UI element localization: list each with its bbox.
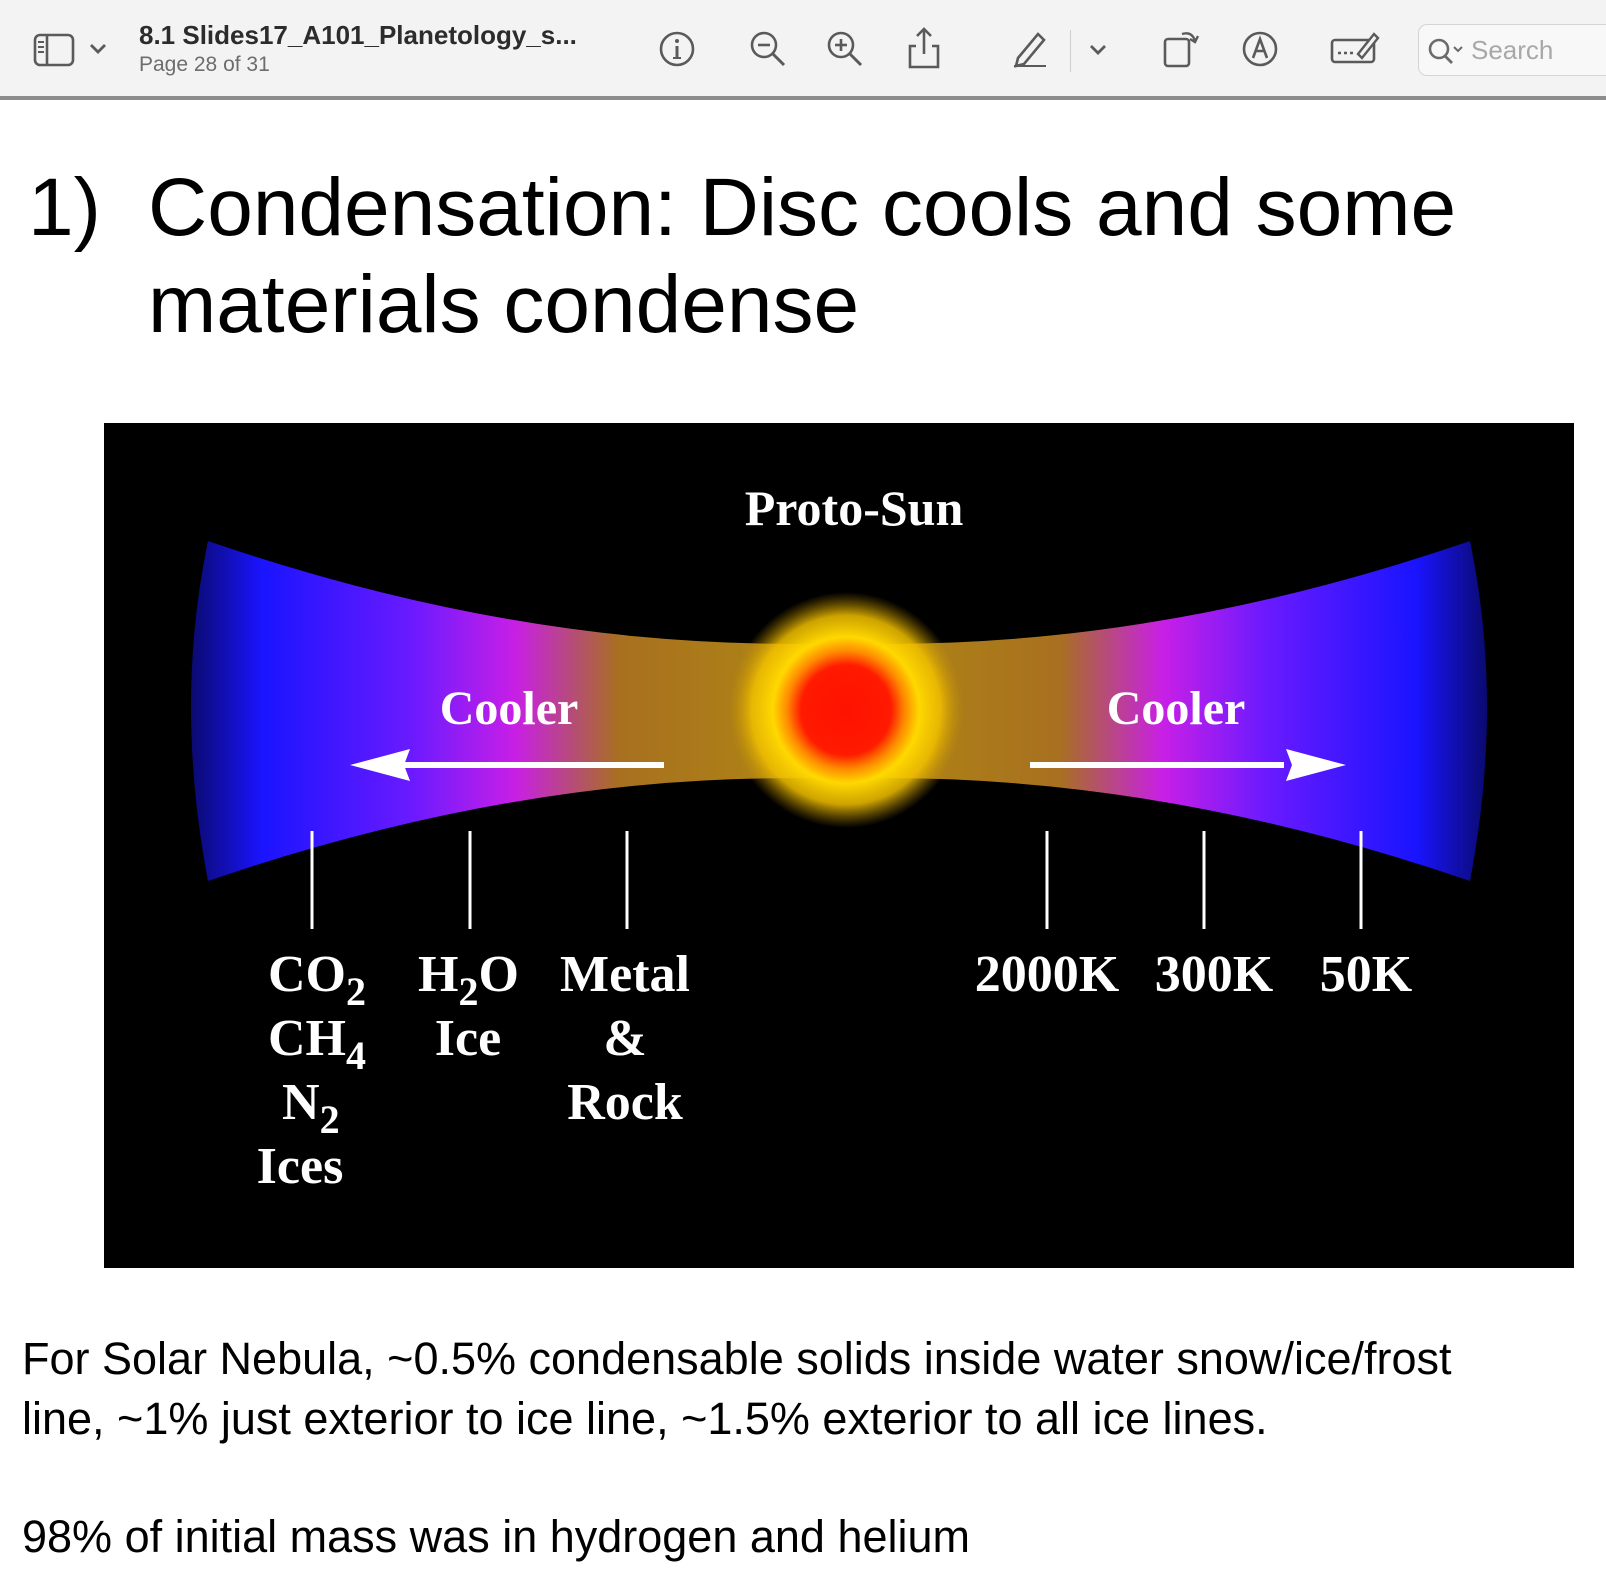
protoplanetary-disc-figure: Proto-Sun Cooler Cooler CO2 CH4 N2 Ices …	[104, 423, 1574, 1268]
water-ice-label-group: H2O Ice	[418, 946, 519, 1067]
document-title: 8.1 Slides17_A101_Planetology_s...	[139, 20, 577, 50]
slide-title-line-1: Condensation: Disc cools and some	[148, 162, 1457, 253]
n2-label: N2	[282, 1074, 340, 1142]
slide-title-line-2: materials condense	[148, 259, 860, 350]
ices-label-group: CO2 CH4 N2 Ices	[257, 946, 366, 1195]
zoom-out-icon[interactable]	[748, 29, 788, 69]
search-field[interactable]	[1418, 24, 1606, 76]
markup-icon[interactable]	[1241, 30, 1279, 68]
sidebar-toggle-icon[interactable]	[33, 33, 75, 67]
toolbar-divider	[1070, 30, 1071, 72]
proto-sun-label: Proto-Sun	[745, 480, 964, 536]
zoom-in-icon[interactable]	[825, 29, 865, 69]
search-icon	[1426, 36, 1466, 71]
markup-options-chevron-icon[interactable]	[1088, 43, 1108, 57]
co2-label: CO2	[268, 946, 366, 1014]
cooler-label-right: Cooler	[1107, 682, 1246, 735]
disc-diagram: Proto-Sun Cooler Cooler CO2 CH4 N2 Ices …	[191, 480, 1487, 1195]
search-input[interactable]	[1471, 33, 1606, 67]
chevron-down-icon[interactable]	[88, 42, 108, 56]
caption-line-1: For Solar Nebula, ~0.5% condensable soli…	[22, 1333, 1452, 1384]
ice-word-label: Ice	[435, 1010, 501, 1067]
pencil-icon[interactable]	[1010, 28, 1050, 68]
temp-label-300k: 300K	[1155, 946, 1274, 1003]
rotate-icon[interactable]	[1162, 27, 1200, 69]
cooler-arrow-left-head	[350, 749, 410, 781]
page-indicator: Page 28 of 31	[139, 53, 270, 76]
ch4-label: CH4	[268, 1010, 366, 1078]
caption-line-2: line, ~1% just exterior to ice line, ~1.…	[22, 1393, 1268, 1444]
toolbar: 8.1 Slides17_A101_Planetology_s... Page …	[0, 0, 1606, 100]
temp-label-50k: 50K	[1320, 946, 1413, 1003]
cooler-arrow-right-head	[1286, 749, 1346, 781]
cooler-label-left: Cooler	[440, 682, 579, 735]
temp-label-2000k: 2000K	[975, 946, 1120, 1003]
metal-label: Metal	[560, 946, 690, 1003]
slide-title-number: 1)	[28, 162, 101, 253]
metal-rock-label-group: Metal & Rock	[560, 946, 690, 1131]
form-fill-icon[interactable]	[1330, 30, 1380, 68]
h2o-label: H2O	[418, 946, 519, 1014]
caption-line-3: 98% of initial mass was in hydrogen and …	[22, 1511, 971, 1562]
proto-sun	[728, 592, 964, 828]
info-icon[interactable]	[658, 30, 696, 68]
share-icon[interactable]	[907, 26, 941, 70]
ices-word-label: Ices	[257, 1138, 344, 1195]
rock-label: Rock	[567, 1074, 683, 1131]
ampersand-label: &	[603, 1010, 646, 1067]
